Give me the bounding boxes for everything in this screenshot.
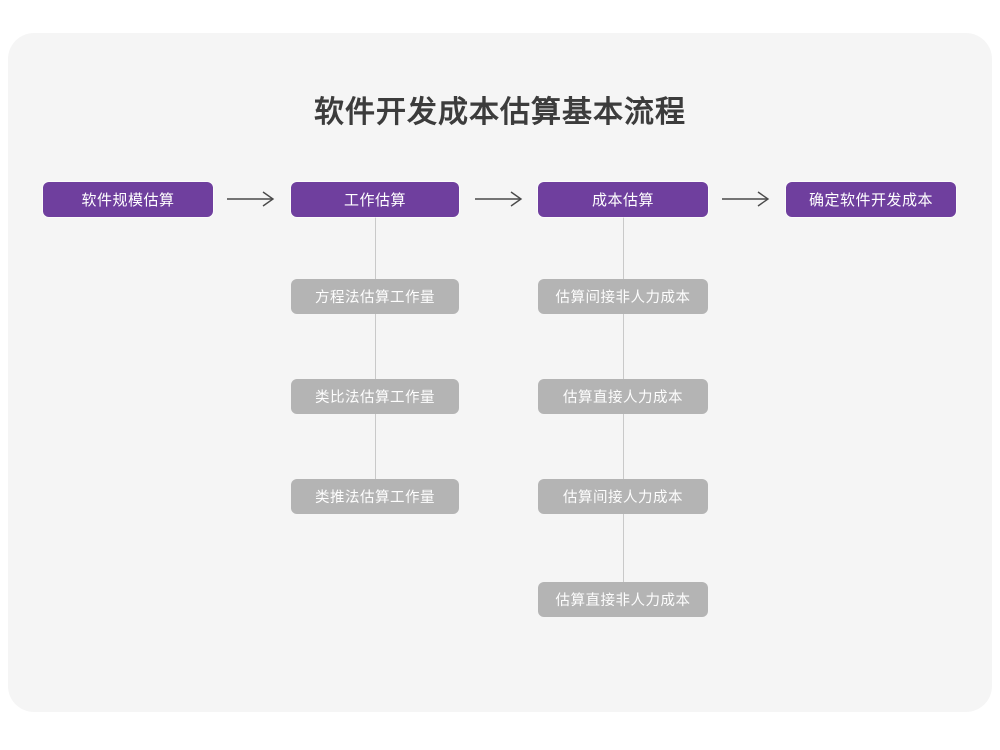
flow-subnode-stage-3-1[interactable]: 估算间接非人力成本 [538,279,708,314]
flow-node-stage-4[interactable]: 确定软件开发成本 [786,182,956,217]
flow-node-stage-2[interactable]: 工作估算 [291,182,459,217]
flow-subnode-stage-2-2[interactable]: 类比法估算工作量 [291,379,459,414]
content-card [8,33,992,712]
flow-subnode-stage-3-4[interactable]: 估算直接非人力成本 [538,582,708,617]
flow-subnode-stage-3-3[interactable]: 估算间接人力成本 [538,479,708,514]
flow-node-stage-3[interactable]: 成本估算 [538,182,708,217]
flow-subnode-stage-2-1[interactable]: 方程法估算工作量 [291,279,459,314]
long-right-arrow-icon [472,184,528,214]
long-right-arrow-icon [719,184,775,214]
flow-subnode-stage-2-3[interactable]: 类推法估算工作量 [291,479,459,514]
flow-subnode-stage-3-2[interactable]: 估算直接人力成本 [538,379,708,414]
long-right-arrow-icon [224,184,280,214]
connector-line-stage-2 [375,217,376,497]
flow-node-stage-1[interactable]: 软件规模估算 [43,182,213,217]
page-title: 软件开发成本估算基本流程 [314,96,686,129]
